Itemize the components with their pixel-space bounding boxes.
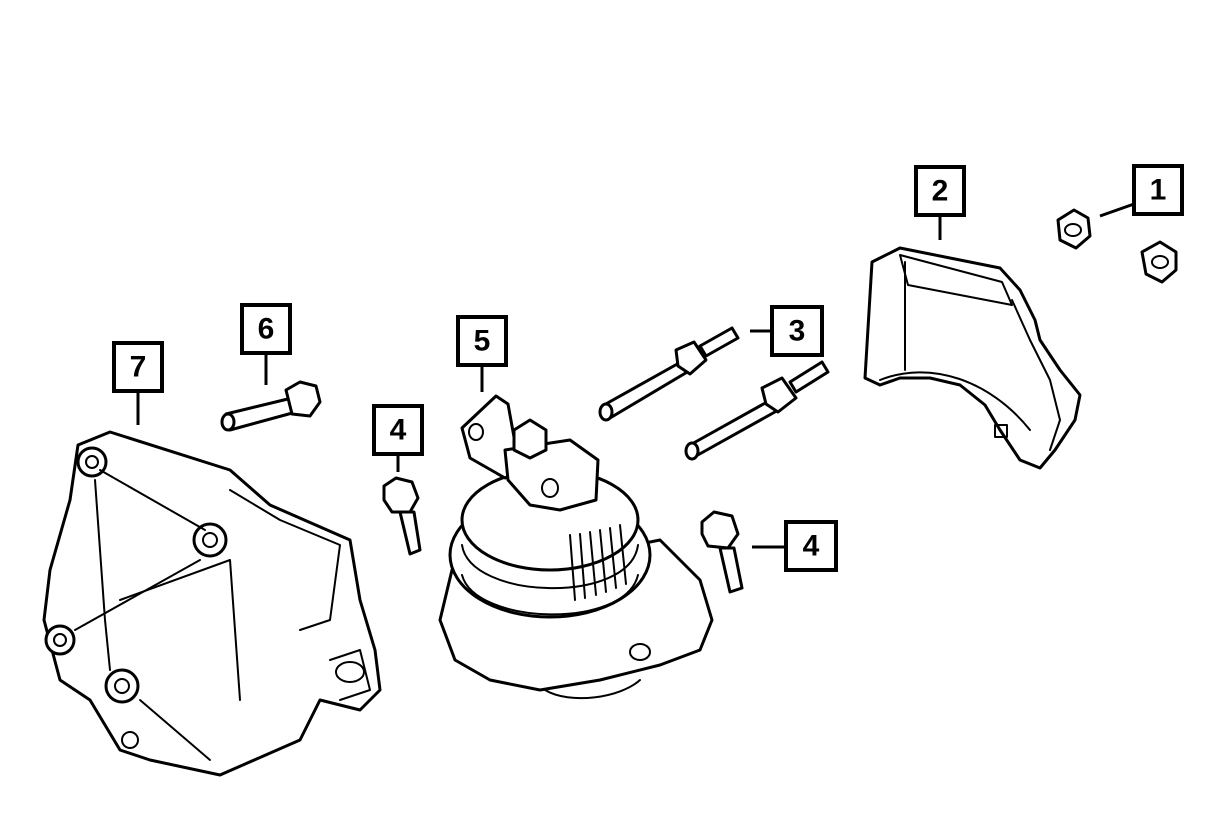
callout-4a-label: 4	[390, 414, 407, 447]
leader-1	[1099, 202, 1135, 218]
callout-7-label: 7	[130, 351, 147, 384]
callout-5-label: 5	[474, 325, 491, 358]
callout-5: 5	[456, 315, 508, 367]
nut-part-1a	[1056, 208, 1092, 250]
callout-2-label: 2	[932, 175, 949, 208]
callout-7: 7	[112, 341, 164, 393]
callout-4a: 4	[372, 404, 424, 456]
callout-3: 3	[770, 305, 824, 357]
callout-4b-label: 4	[803, 530, 820, 563]
callout-2: 2	[914, 165, 966, 217]
engine-mount-part-5	[438, 394, 714, 700]
heat-shield-part-2	[863, 246, 1082, 470]
bolt-part-6	[220, 380, 322, 432]
callout-3-label: 3	[789, 315, 806, 348]
bolt-part-4a	[382, 476, 422, 556]
leader-lines	[136, 202, 1135, 549]
stud-part-3a	[598, 326, 740, 422]
callout-6: 6	[240, 303, 292, 355]
bolt-part-4b	[700, 510, 744, 594]
stud-part-3b	[684, 360, 830, 461]
callout-1-label: 1	[1150, 174, 1167, 207]
nut-part-1b	[1140, 240, 1178, 284]
bracket-part-7	[42, 430, 382, 777]
callout-4b: 4	[784, 520, 838, 572]
callout-6-label: 6	[258, 313, 275, 346]
callout-1: 1	[1132, 164, 1184, 216]
